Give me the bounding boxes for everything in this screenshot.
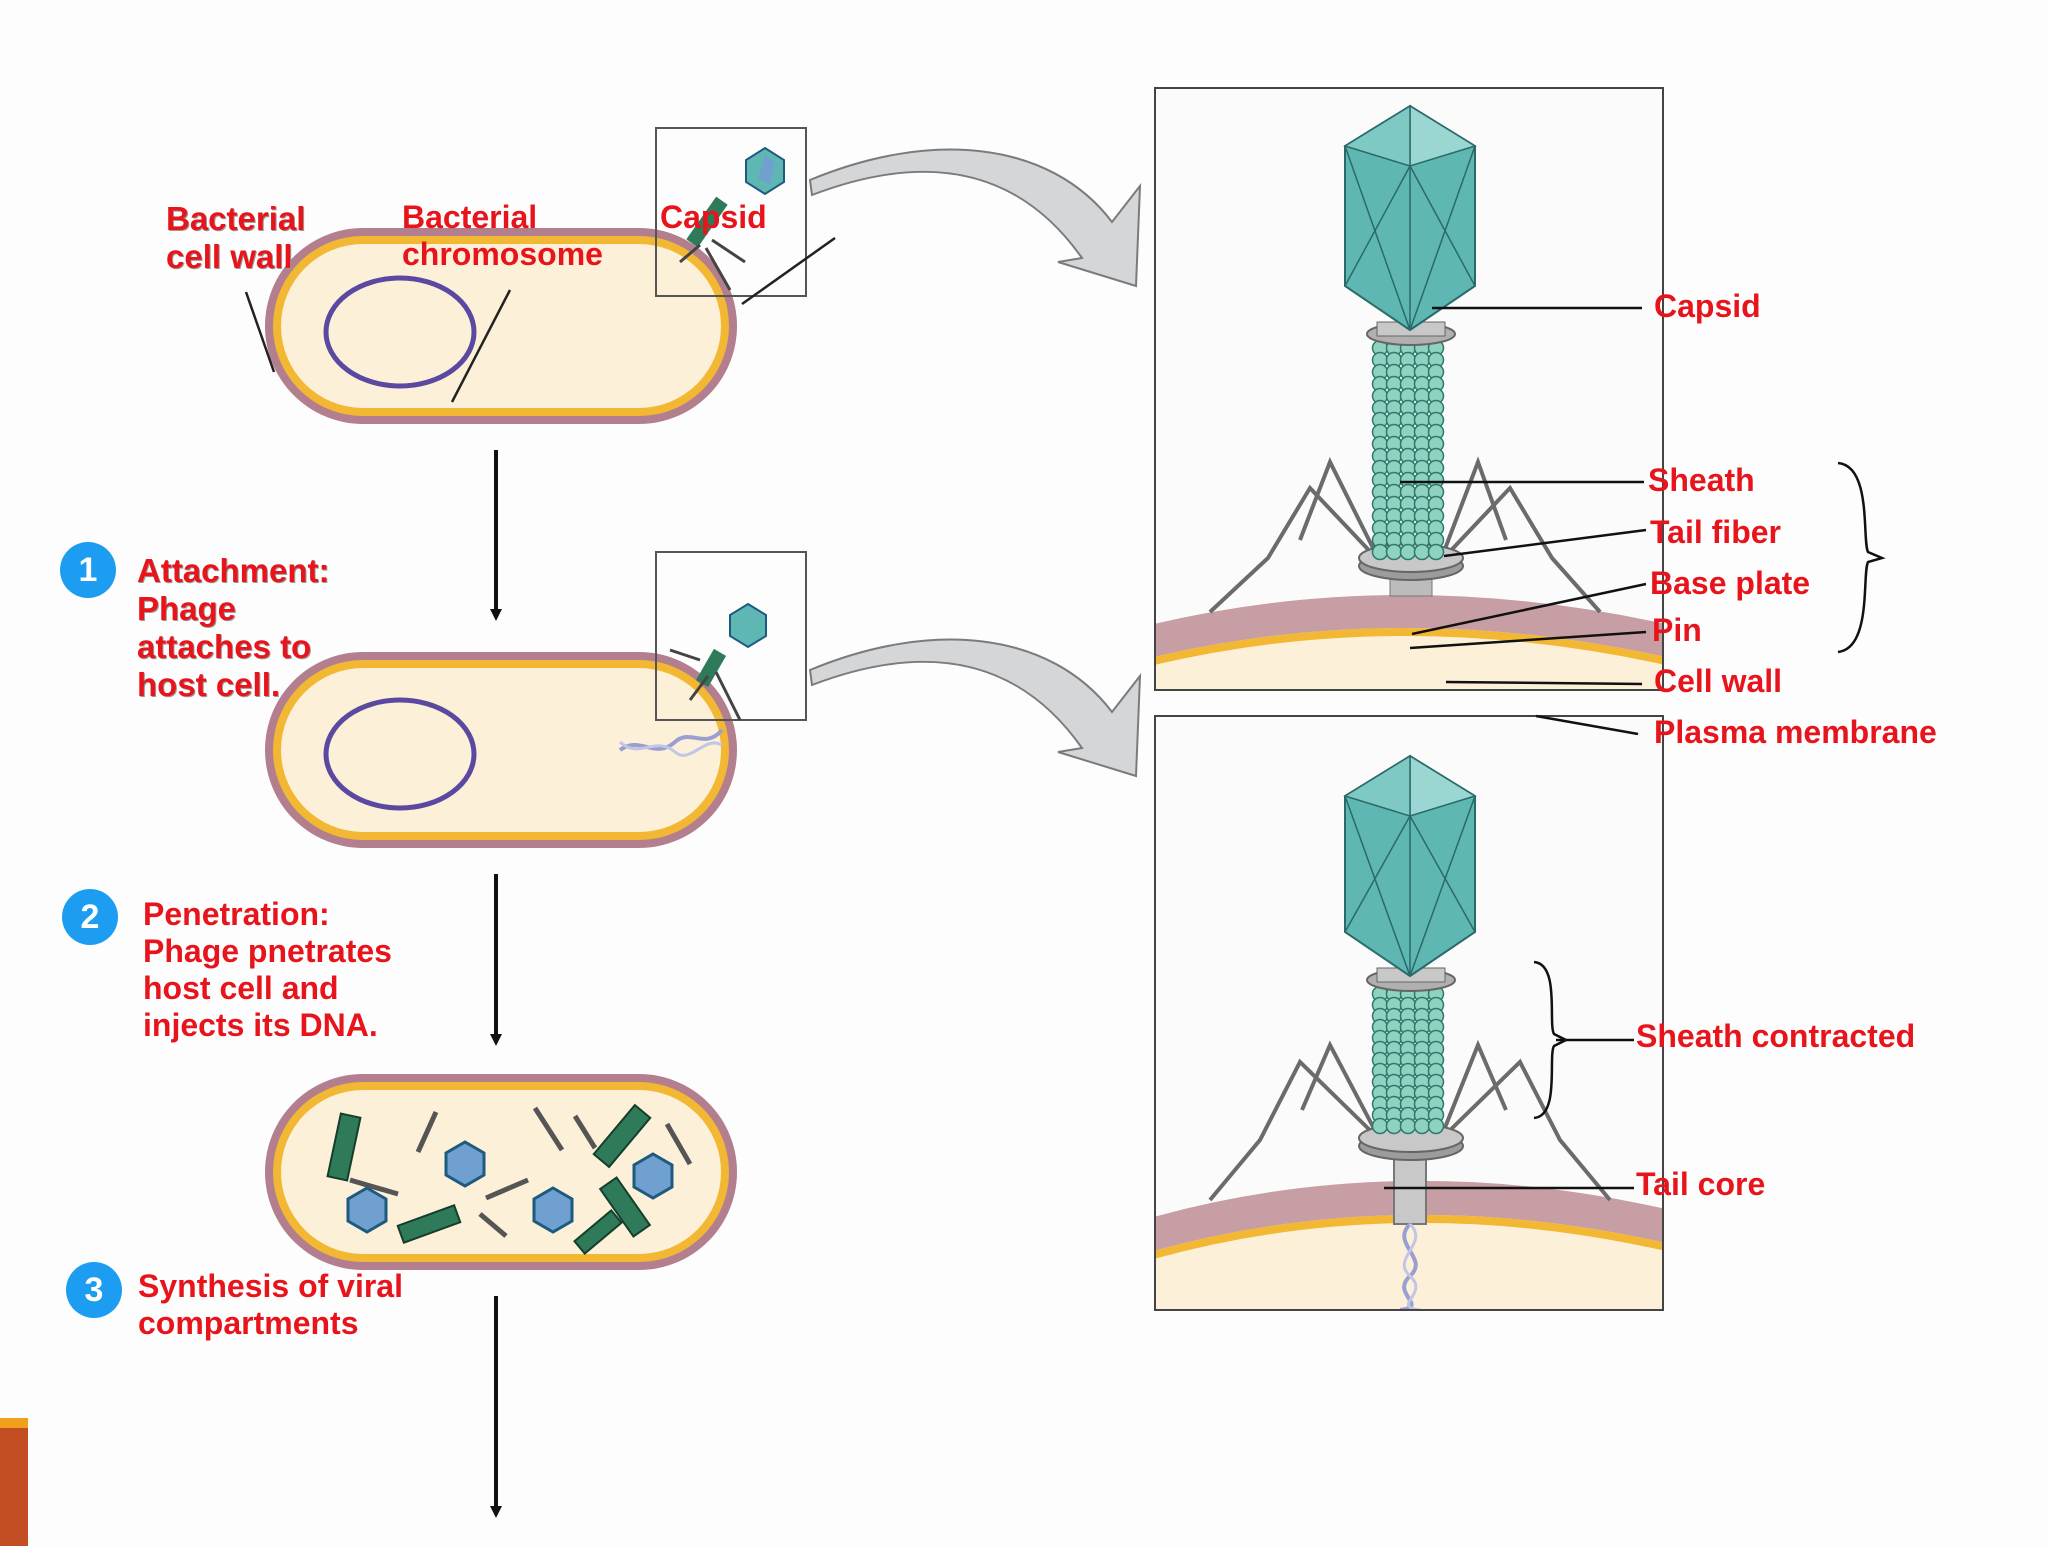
step-badge-2: 2 [62,889,118,945]
label-pin: Pin [1652,612,1702,648]
label-sheath-contracted: Sheath contracted [1636,1018,1916,1054]
bacterium-cell-2 [265,652,737,848]
label-capsid: Capsid [1654,288,1761,324]
bacterium-cell-1 [265,228,737,424]
inset-box-1 [655,127,807,297]
phage-sheath [1371,339,1445,561]
label-tail-core: Tail core [1636,1166,1766,1202]
injected-dna [618,728,724,752]
label-cell-wall: Cell wall [1654,663,1783,699]
bacterial-chromosome [323,275,477,389]
label-tail-fiber: Tail fiber [1650,514,1781,550]
slide-accent-bar [0,1418,28,1546]
label-base-plate: Base plate [1650,565,1811,601]
contracted-sheath [1371,985,1445,1135]
right-leader-lines [1384,306,1886,1190]
bacterium-cell-3 [265,1074,737,1270]
contracted-capsid [1343,754,1477,978]
phage-detail-panel [1155,88,1663,690]
label-sheath: Sheath [1648,462,1755,498]
curved-arrow-2 [808,638,1142,778]
curved-arrow-1 [808,148,1142,288]
phage-capsid [1343,104,1477,332]
label-capsid-inset: Capsid [660,199,767,235]
step-badge-1: 1 [60,542,116,598]
step-2-text: Penetration:Phage pnetrates host cell an… [143,896,392,1043]
viral-components [326,1103,693,1255]
inset-box-2 [655,551,807,721]
label-plasma-membrane: Plasma membrane [1654,714,1937,750]
step-badge-3: 3 [66,1262,122,1318]
phage-contracted-panel [1155,716,1663,1310]
